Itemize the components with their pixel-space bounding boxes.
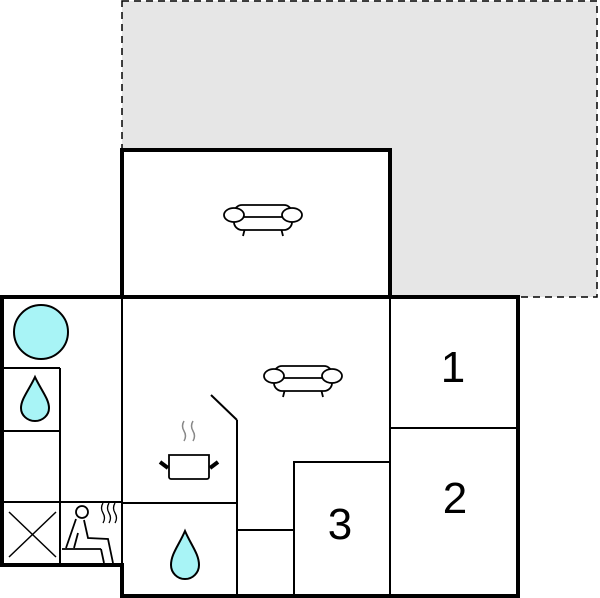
room-number-2: 2	[443, 474, 467, 523]
interior-walls	[4, 296, 518, 597]
kitchen-pot-icon	[158, 420, 220, 480]
room-number-3: 3	[328, 500, 352, 549]
hot-tub-icon	[13, 304, 69, 360]
cross-icon	[8, 511, 57, 558]
outer-walls	[0, 148, 520, 598]
sofa-icon	[223, 204, 303, 237]
shower-icon	[19, 374, 51, 422]
sofa-icon	[263, 365, 343, 398]
sauna-icon	[62, 502, 118, 564]
room-number-1: 1	[441, 343, 465, 392]
bathroom-drop-icon	[169, 528, 201, 580]
